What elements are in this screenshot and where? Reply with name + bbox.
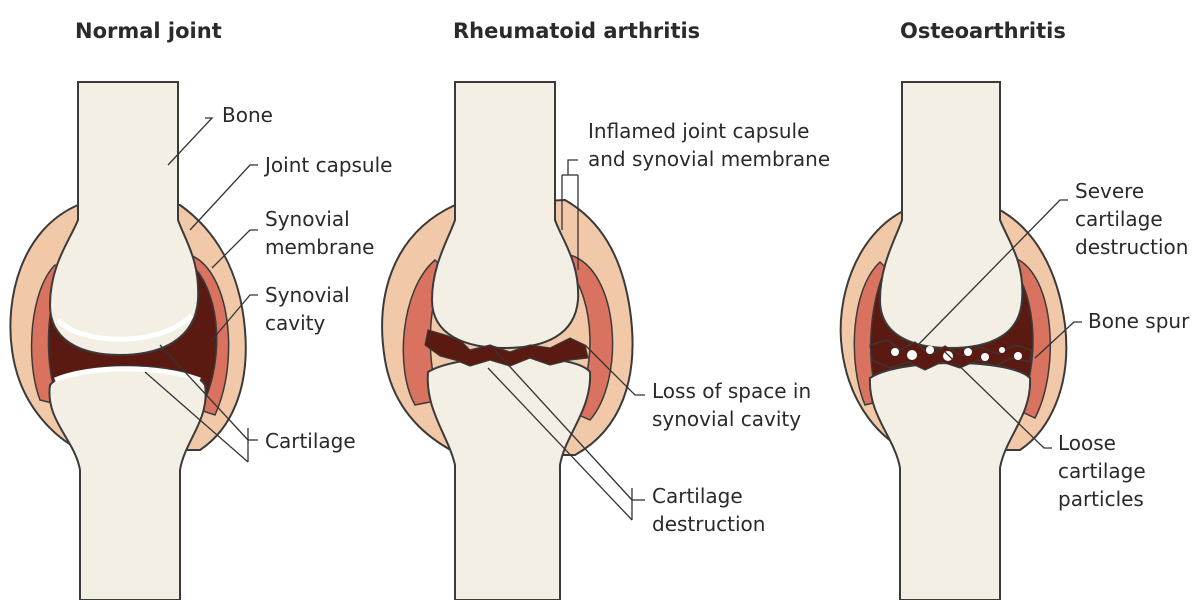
label-synovial-membrane-line1: Synovial: [265, 207, 350, 231]
upper-bone-oa: [880, 82, 1022, 348]
label-severe-line1: Severe: [1075, 179, 1144, 203]
panel-title-normal: Normal joint: [75, 19, 222, 43]
panel-title-osteo: Osteoarthritis: [900, 19, 1066, 43]
label-synovial-membrane-line2: membrane: [265, 235, 374, 259]
label-loss-line1: Loss of space in: [652, 379, 811, 403]
label-synovial-cavity-line1: Synovial: [265, 283, 350, 307]
label-destruction-line2: destruction: [652, 512, 765, 536]
label-synovial-cavity-line2: cavity: [265, 311, 325, 335]
panel-normal-joint: Normal joint Bone Joint capsule Synovial…: [10, 19, 392, 600]
label-loss-line2: synovial cavity: [652, 407, 801, 431]
lower-bone-ra: [428, 357, 590, 600]
label-bone-spur: Bone spur: [1088, 309, 1190, 333]
label-destruction-line1: Cartilage: [652, 484, 743, 508]
panel-title-rheumatoid: Rheumatoid arthritis: [453, 19, 700, 43]
lower-bone-oa: [870, 363, 1030, 600]
label-loose-line1: Loose: [1058, 431, 1116, 455]
label-bone: Bone: [222, 103, 273, 127]
label-inflamed-line1: Inflamed joint capsule: [588, 119, 809, 143]
label-loose-line3: particles: [1058, 487, 1144, 511]
label-loose-line2: cartilage: [1058, 459, 1146, 483]
leader-inflamed-top: [568, 160, 578, 175]
label-severe-line2: cartilage: [1075, 207, 1163, 231]
label-inflamed-line2: and synovial membrane: [588, 147, 830, 171]
panel-rheumatoid-arthritis: Rheumatoid arthritis Inflamed joint caps…: [382, 19, 830, 600]
panel-osteoarthritis: Osteoarthritis Severe cartil: [841, 19, 1190, 600]
label-cartilage: Cartilage: [265, 429, 356, 453]
lower-bone: [49, 366, 205, 600]
label-joint-capsule: Joint capsule: [263, 153, 392, 177]
leader-joint-capsule: [190, 165, 258, 230]
label-severe-line3: destruction: [1075, 235, 1188, 259]
